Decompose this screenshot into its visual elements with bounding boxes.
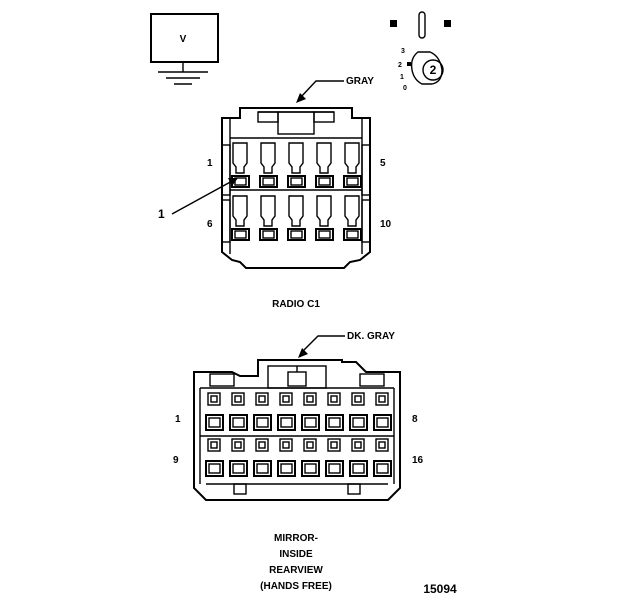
mirror-pin-cavity — [325, 392, 344, 431]
radio-pin-5: 5 — [380, 158, 386, 169]
mirror-pin-cavity — [277, 438, 296, 477]
mirror-pin-cavity — [349, 438, 368, 477]
mirror-pin-cavity — [253, 438, 272, 477]
mirror-pin-8: 8 — [412, 414, 418, 425]
radio-color-label: GRAY — [346, 76, 374, 87]
radio-pin-cavity — [343, 195, 362, 241]
radio-pin-cavity — [231, 195, 250, 241]
figure-number: 15094 — [423, 582, 457, 596]
radio-pin-cavity — [259, 142, 278, 188]
callout-1: 1 — [158, 207, 165, 221]
voltmeter-ground-icon — [150, 13, 219, 85]
mirror-pin-cavity — [205, 438, 224, 477]
mirror-pin-cavity — [229, 392, 248, 431]
pin-scale-2: 2 — [398, 62, 402, 69]
radio-pin-cavity — [287, 195, 306, 241]
mirror-pin-cavity — [253, 392, 272, 431]
radio-pin-cavity — [343, 142, 362, 188]
pin-view-icon — [390, 11, 451, 85]
mirror-pin-cavity — [301, 438, 320, 477]
pin-scale-1: 1 — [400, 74, 404, 81]
mirror-caption-line-3: REARVIEW — [269, 565, 323, 576]
mirror-pin-16: 16 — [412, 455, 424, 466]
mirror-pin-cavity — [277, 392, 296, 431]
mirror-color-label: DK. GRAY — [347, 331, 395, 342]
radio-connector — [221, 80, 371, 269]
mirror-pin-cavity — [349, 392, 368, 431]
pin-scale-0: 0 — [403, 85, 407, 92]
voltage-symbol: V — [180, 34, 187, 45]
mirror-caption-line-1: MIRROR- — [274, 533, 318, 544]
radio-pin-10: 10 — [380, 219, 392, 230]
mirror-pin-9: 9 — [173, 455, 179, 466]
pin-scale-3: 3 — [401, 48, 405, 55]
mirror-pin-cavity — [301, 392, 320, 431]
radio-pin-cavity — [287, 142, 306, 188]
radio-pin-1: 1 — [207, 158, 213, 169]
mirror-pin-cavity — [205, 392, 224, 431]
mirror-connector — [193, 335, 401, 501]
pin-view-number: 2 — [430, 63, 437, 77]
mirror-pin-cavity — [325, 438, 344, 477]
radio-caption: RADIO C1 — [272, 299, 320, 310]
radio-pin-cavity — [259, 195, 278, 241]
radio-pin-cavity — [315, 142, 334, 188]
mirror-pin-cavity — [373, 438, 392, 477]
mirror-pin-cavity — [373, 392, 392, 431]
mirror-pin-1: 1 — [175, 414, 181, 425]
mirror-caption-line-4: (HANDS FREE) — [260, 581, 332, 592]
radio-pin-6: 6 — [207, 219, 213, 230]
radio-pin-cavity — [315, 195, 334, 241]
mirror-caption-line-2: INSIDE — [279, 549, 313, 560]
mirror-pin-cavity — [229, 438, 248, 477]
